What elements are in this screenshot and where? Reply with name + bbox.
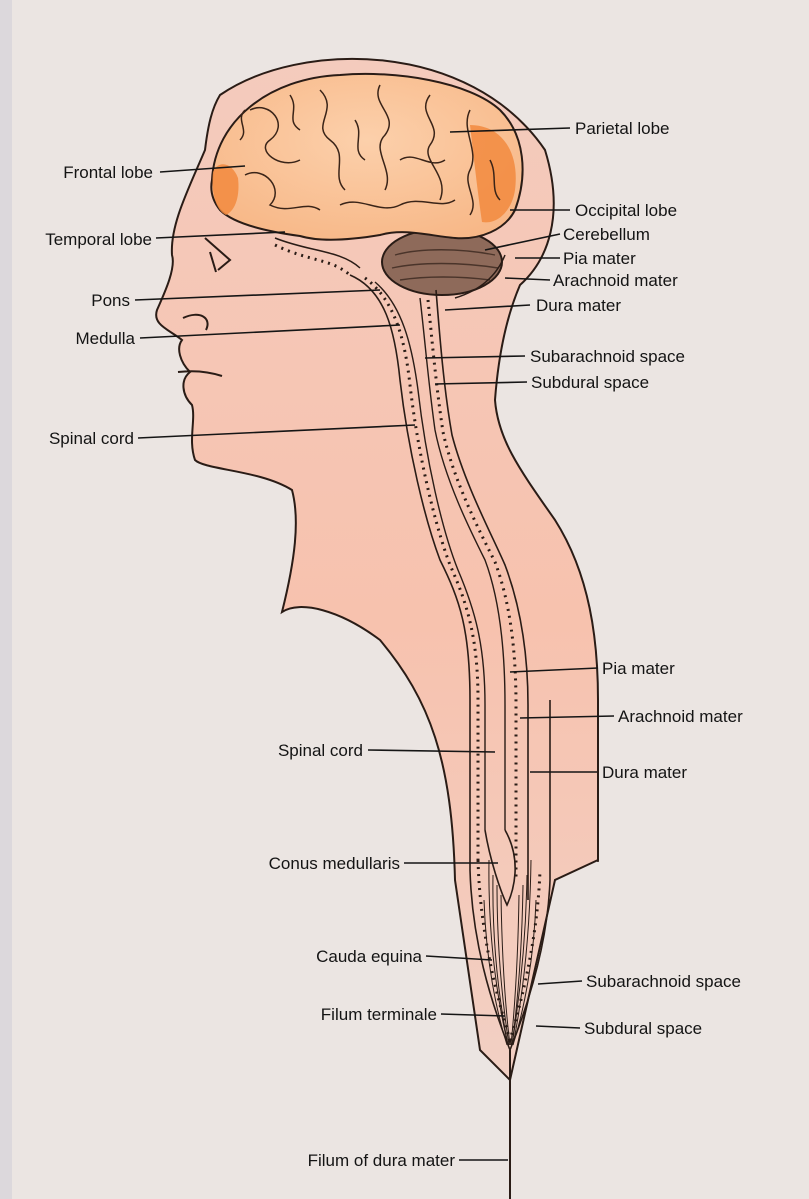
label-pons: Pons [91,291,130,310]
label-temporal-lobe: Temporal lobe [45,230,152,249]
label-cerebellum: Cerebellum [563,225,650,244]
label-subarachnoid-space-lower: Subarachnoid space [586,972,741,991]
label-dura-mater-upper: Dura mater [536,296,621,315]
label-subarachnoid-space-upper: Subarachnoid space [530,347,685,366]
label-subdural-space-upper: Subdural space [531,373,649,392]
left-edge-shadow [0,0,12,1199]
label-conus-medullaris: Conus medullaris [269,854,400,873]
label-parietal-lobe: Parietal lobe [575,119,670,138]
label-frontal-lobe: Frontal lobe [63,163,153,182]
label-medulla: Medulla [75,329,135,348]
label-arachnoid-mater-upper: Arachnoid mater [553,271,678,290]
label-spinal-cord-upper: Spinal cord [49,429,134,448]
label-subdural-space-lower: Subdural space [584,1019,702,1038]
label-cauda-equina: Cauda equina [316,947,422,966]
label-filum-dura-mater: Filum of dura mater [308,1151,456,1170]
label-arachnoid-mater-lower: Arachnoid mater [618,707,743,726]
label-filum-terminale: Filum terminale [321,1005,437,1024]
label-spinal-cord-lower: Spinal cord [278,741,363,760]
label-dura-mater-lower: Dura mater [602,763,687,782]
label-pia-mater-upper: Pia mater [563,249,636,268]
label-pia-mater-lower: Pia mater [602,659,675,678]
cerebellum-shape [382,229,502,295]
label-occipital-lobe: Occipital lobe [575,201,677,220]
